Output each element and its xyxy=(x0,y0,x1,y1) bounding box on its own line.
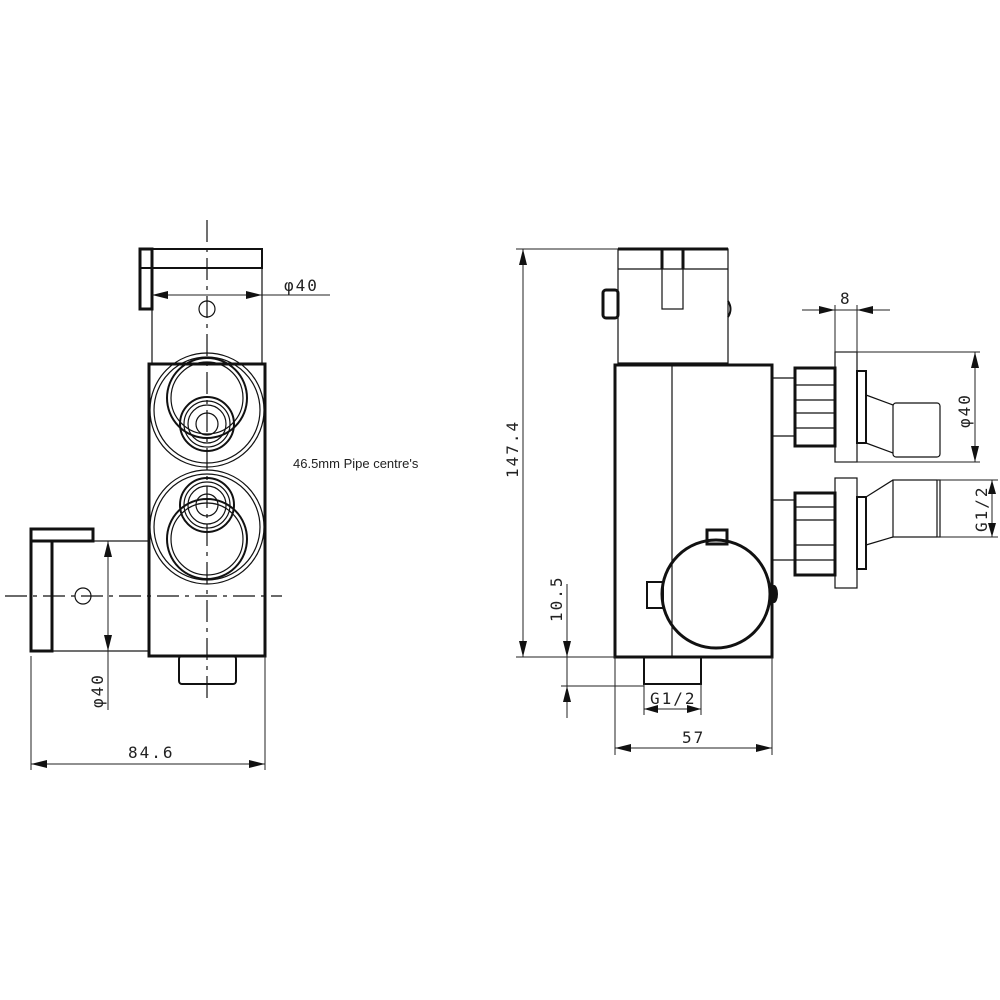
outlet-offset-label: 10.5 xyxy=(547,575,566,622)
inlet-thread-label: G1/2 xyxy=(972,485,991,532)
overall-height-label: 147.4 xyxy=(503,420,522,478)
front-side-diameter-label: φ40 xyxy=(88,673,107,708)
side-view xyxy=(516,247,998,755)
bottom-thread-label: G1/2 xyxy=(650,689,697,708)
front-overall-width-label: 84.6 xyxy=(128,743,175,762)
pipe-centres-note: 46.5mm Pipe centre's xyxy=(293,456,419,471)
flange-width-label: 8 xyxy=(840,289,852,308)
inlet-diameter-label: φ40 xyxy=(955,393,974,428)
body-depth-label: 57 xyxy=(682,728,705,747)
front-view xyxy=(5,220,330,770)
front-top-diameter-label: φ40 xyxy=(284,276,319,295)
